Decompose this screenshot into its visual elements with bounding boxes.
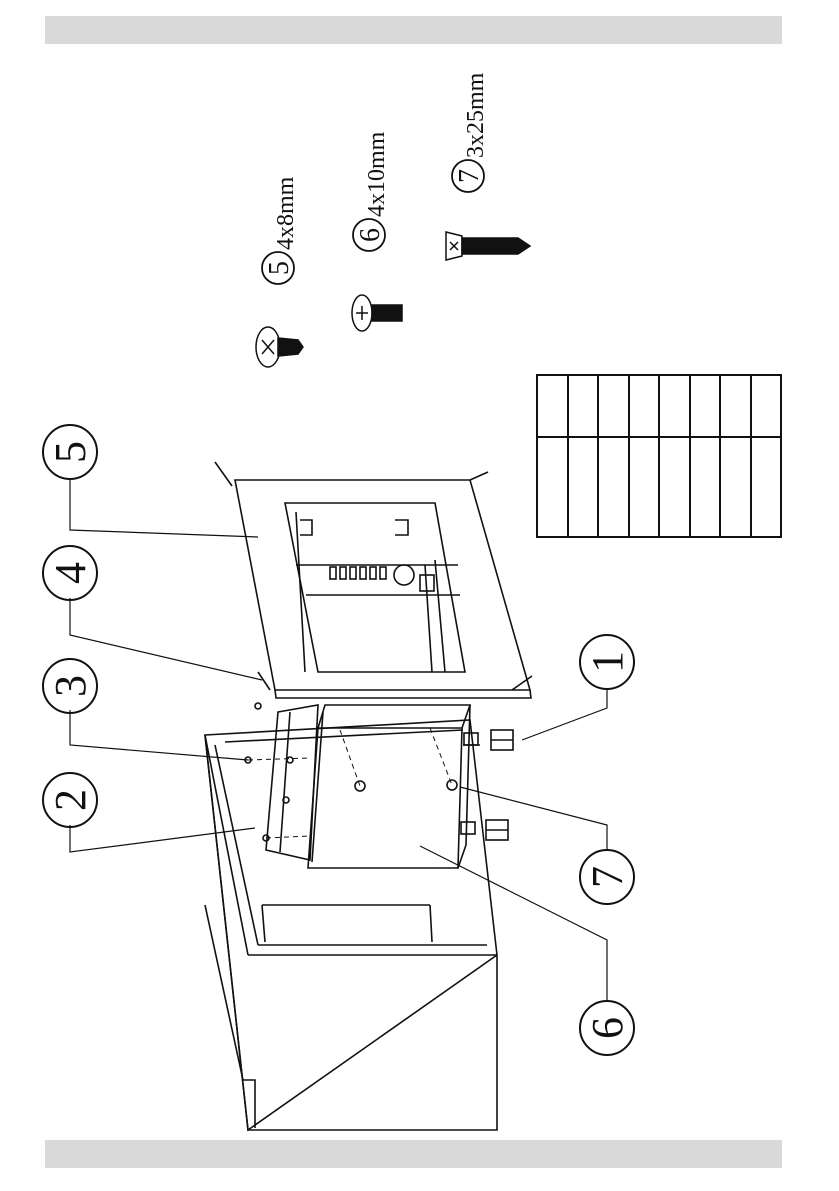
screw-5-number: 5 [264,261,295,275]
screw-6-number: 6 [355,228,386,242]
parts-table [537,375,781,537]
microwave-body [308,705,480,868]
callout-labels: 1 2 3 4 5 6 7 [46,441,632,1039]
callout-6: 6 [583,1017,632,1039]
callout-7: 7 [583,866,632,888]
callout-1: 1 [583,651,632,673]
feet [486,730,513,840]
screw-7-spec: 3x25mm [463,72,489,158]
trim-frame [235,480,531,698]
screw-icon-4x8 [256,327,303,367]
screw-5-spec: 4x8mm [273,176,299,250]
callout-circles [43,425,634,1055]
callout-2: 2 [46,789,95,811]
callout-5: 5 [46,441,95,463]
screw-icon-3x25 [446,232,530,260]
frame-screws [215,462,532,841]
leader-lines [70,478,607,1000]
screw-7-number: 7 [454,169,485,183]
callout-4: 4 [46,562,95,584]
cabinet [205,720,497,1130]
assembly-guides [248,728,452,838]
screw-icon-4x10 [352,295,402,331]
callout-3: 3 [46,675,95,697]
screw-6-spec: 4x10mm [364,131,390,217]
